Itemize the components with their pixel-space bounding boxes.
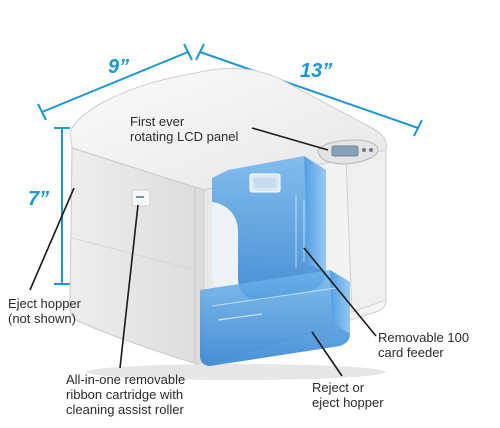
- leader-ribbon-cartridge: [119, 204, 139, 369]
- callout-ribbon-cartridge: All-in-one removable ribbon cartridge wi…: [66, 372, 185, 417]
- depth-dimension-line: [199, 51, 419, 129]
- width-dimension-line: [41, 51, 189, 113]
- callout-feeder-line-2: card feeder: [378, 345, 444, 360]
- callout-ribbon-line-3: cleaning assist roller: [66, 402, 184, 417]
- height-dimension-label: 7”: [28, 188, 50, 210]
- card-feeder: [212, 156, 326, 301]
- width-dimension-label: 9”: [108, 56, 130, 78]
- leader-reject-hopper: [311, 331, 343, 377]
- leader-card-feeder: [303, 247, 377, 337]
- callout-lcd-panel: First ever rotating LCD panel: [130, 114, 238, 144]
- callout-lcd-line-2: rotating LCD panel: [130, 129, 239, 144]
- callout-feeder-line-1: Removable 100: [378, 330, 470, 345]
- callout-ribbon-line-1: All-in-one removable: [66, 372, 186, 387]
- callout-reject-line-2: eject hopper: [312, 395, 384, 410]
- callout-lcd-line-1: First ever: [130, 114, 185, 129]
- leader-eject-hopper-back: [29, 187, 75, 291]
- callout-eject-back-line-2: (not shown): [8, 311, 76, 326]
- callout-card-feeder: Removable 100 card feeder: [378, 330, 469, 360]
- leader-lines: [29, 127, 377, 377]
- callout-ribbon-line-2: ribbon cartridge with: [66, 387, 184, 402]
- callout-eject-hopper-back: Eject hopper (not shown): [8, 296, 81, 326]
- callout-eject-back-line-1: Eject hopper: [8, 296, 81, 311]
- dimension-lines: [37, 43, 423, 285]
- callout-reject-hopper: Reject or eject hopper: [312, 380, 384, 410]
- lcd-panel: [317, 139, 379, 165]
- leader-lcd: [251, 127, 329, 151]
- callout-reject-line-1: Reject or: [312, 380, 365, 395]
- depth-dimension-label: 13”: [300, 60, 333, 82]
